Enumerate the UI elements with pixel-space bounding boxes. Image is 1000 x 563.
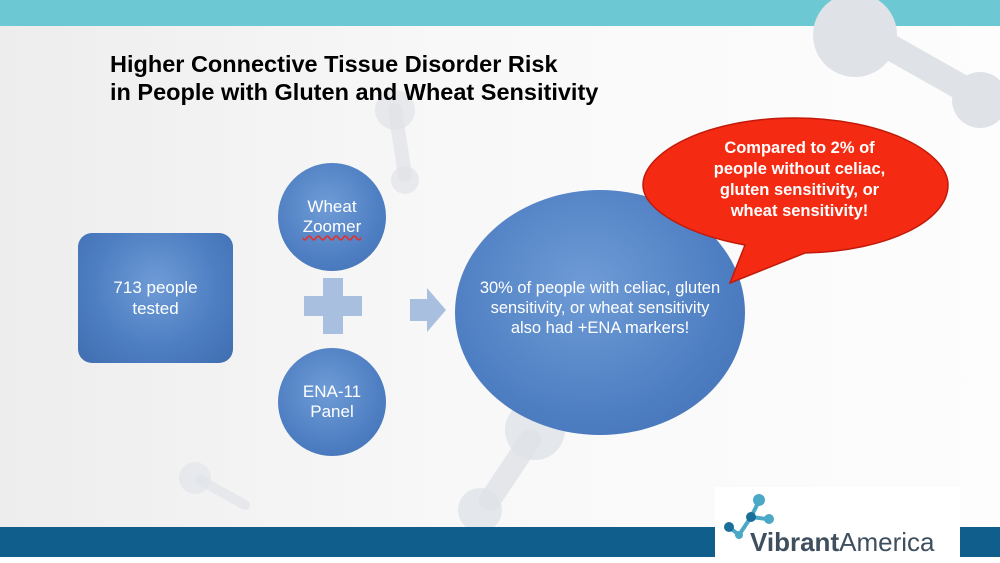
ena-panel-line-1: ENA-11 [302, 382, 362, 401]
plus-icon-vertical [323, 278, 343, 334]
callout-line-3: gluten sensitivity, or [719, 181, 880, 199]
people-tested-box: 713 people tested [78, 233, 233, 363]
result-circle: 30% of people with celiac, gluten sensit… [455, 190, 745, 435]
logo-brand-bold: Vibrant [750, 527, 840, 557]
wheat-zoomer-line-2: Zoomer [302, 217, 362, 236]
wheat-zoomer-label: Wheat Zoomer [303, 197, 362, 237]
callout-line-2: people without celiac, [713, 160, 886, 178]
logo-brand-regular: America [839, 527, 935, 557]
wheat-zoomer-line-1: Wheat [307, 197, 357, 216]
slide-title: Higher Connective Tissue Disorder Risk i… [110, 50, 598, 106]
wheat-zoomer-circle: Wheat Zoomer [278, 163, 386, 271]
ena-panel-line-2: Panel [310, 402, 354, 421]
title-line-1: Higher Connective Tissue Disorder Risk [110, 51, 558, 77]
ena-panel-label: ENA-11 Panel [303, 382, 361, 422]
people-tested-label: 713 people tested [113, 278, 198, 318]
vibrant-america-logo: VibrantAmerica [715, 487, 960, 557]
callout-line-1: Compared to 2% of [724, 139, 875, 157]
arrow-right-icon [410, 288, 446, 332]
title-line-2: in People with Gluten and Wheat Sensitiv… [110, 79, 599, 105]
callout-text: Compared to 2% of people without celiac,… [672, 138, 927, 222]
bottom-strip [0, 557, 1000, 563]
vibrant-america-logo-icon [715, 487, 960, 557]
logo-wordmark: VibrantAmerica [750, 527, 934, 558]
ena-panel-circle: ENA-11 Panel [278, 348, 386, 456]
callout-line-4: wheat sensitivity! [730, 202, 869, 220]
result-label: 30% of people with celiac, gluten sensit… [479, 278, 721, 337]
callout-speech-bubble [642, 117, 949, 285]
